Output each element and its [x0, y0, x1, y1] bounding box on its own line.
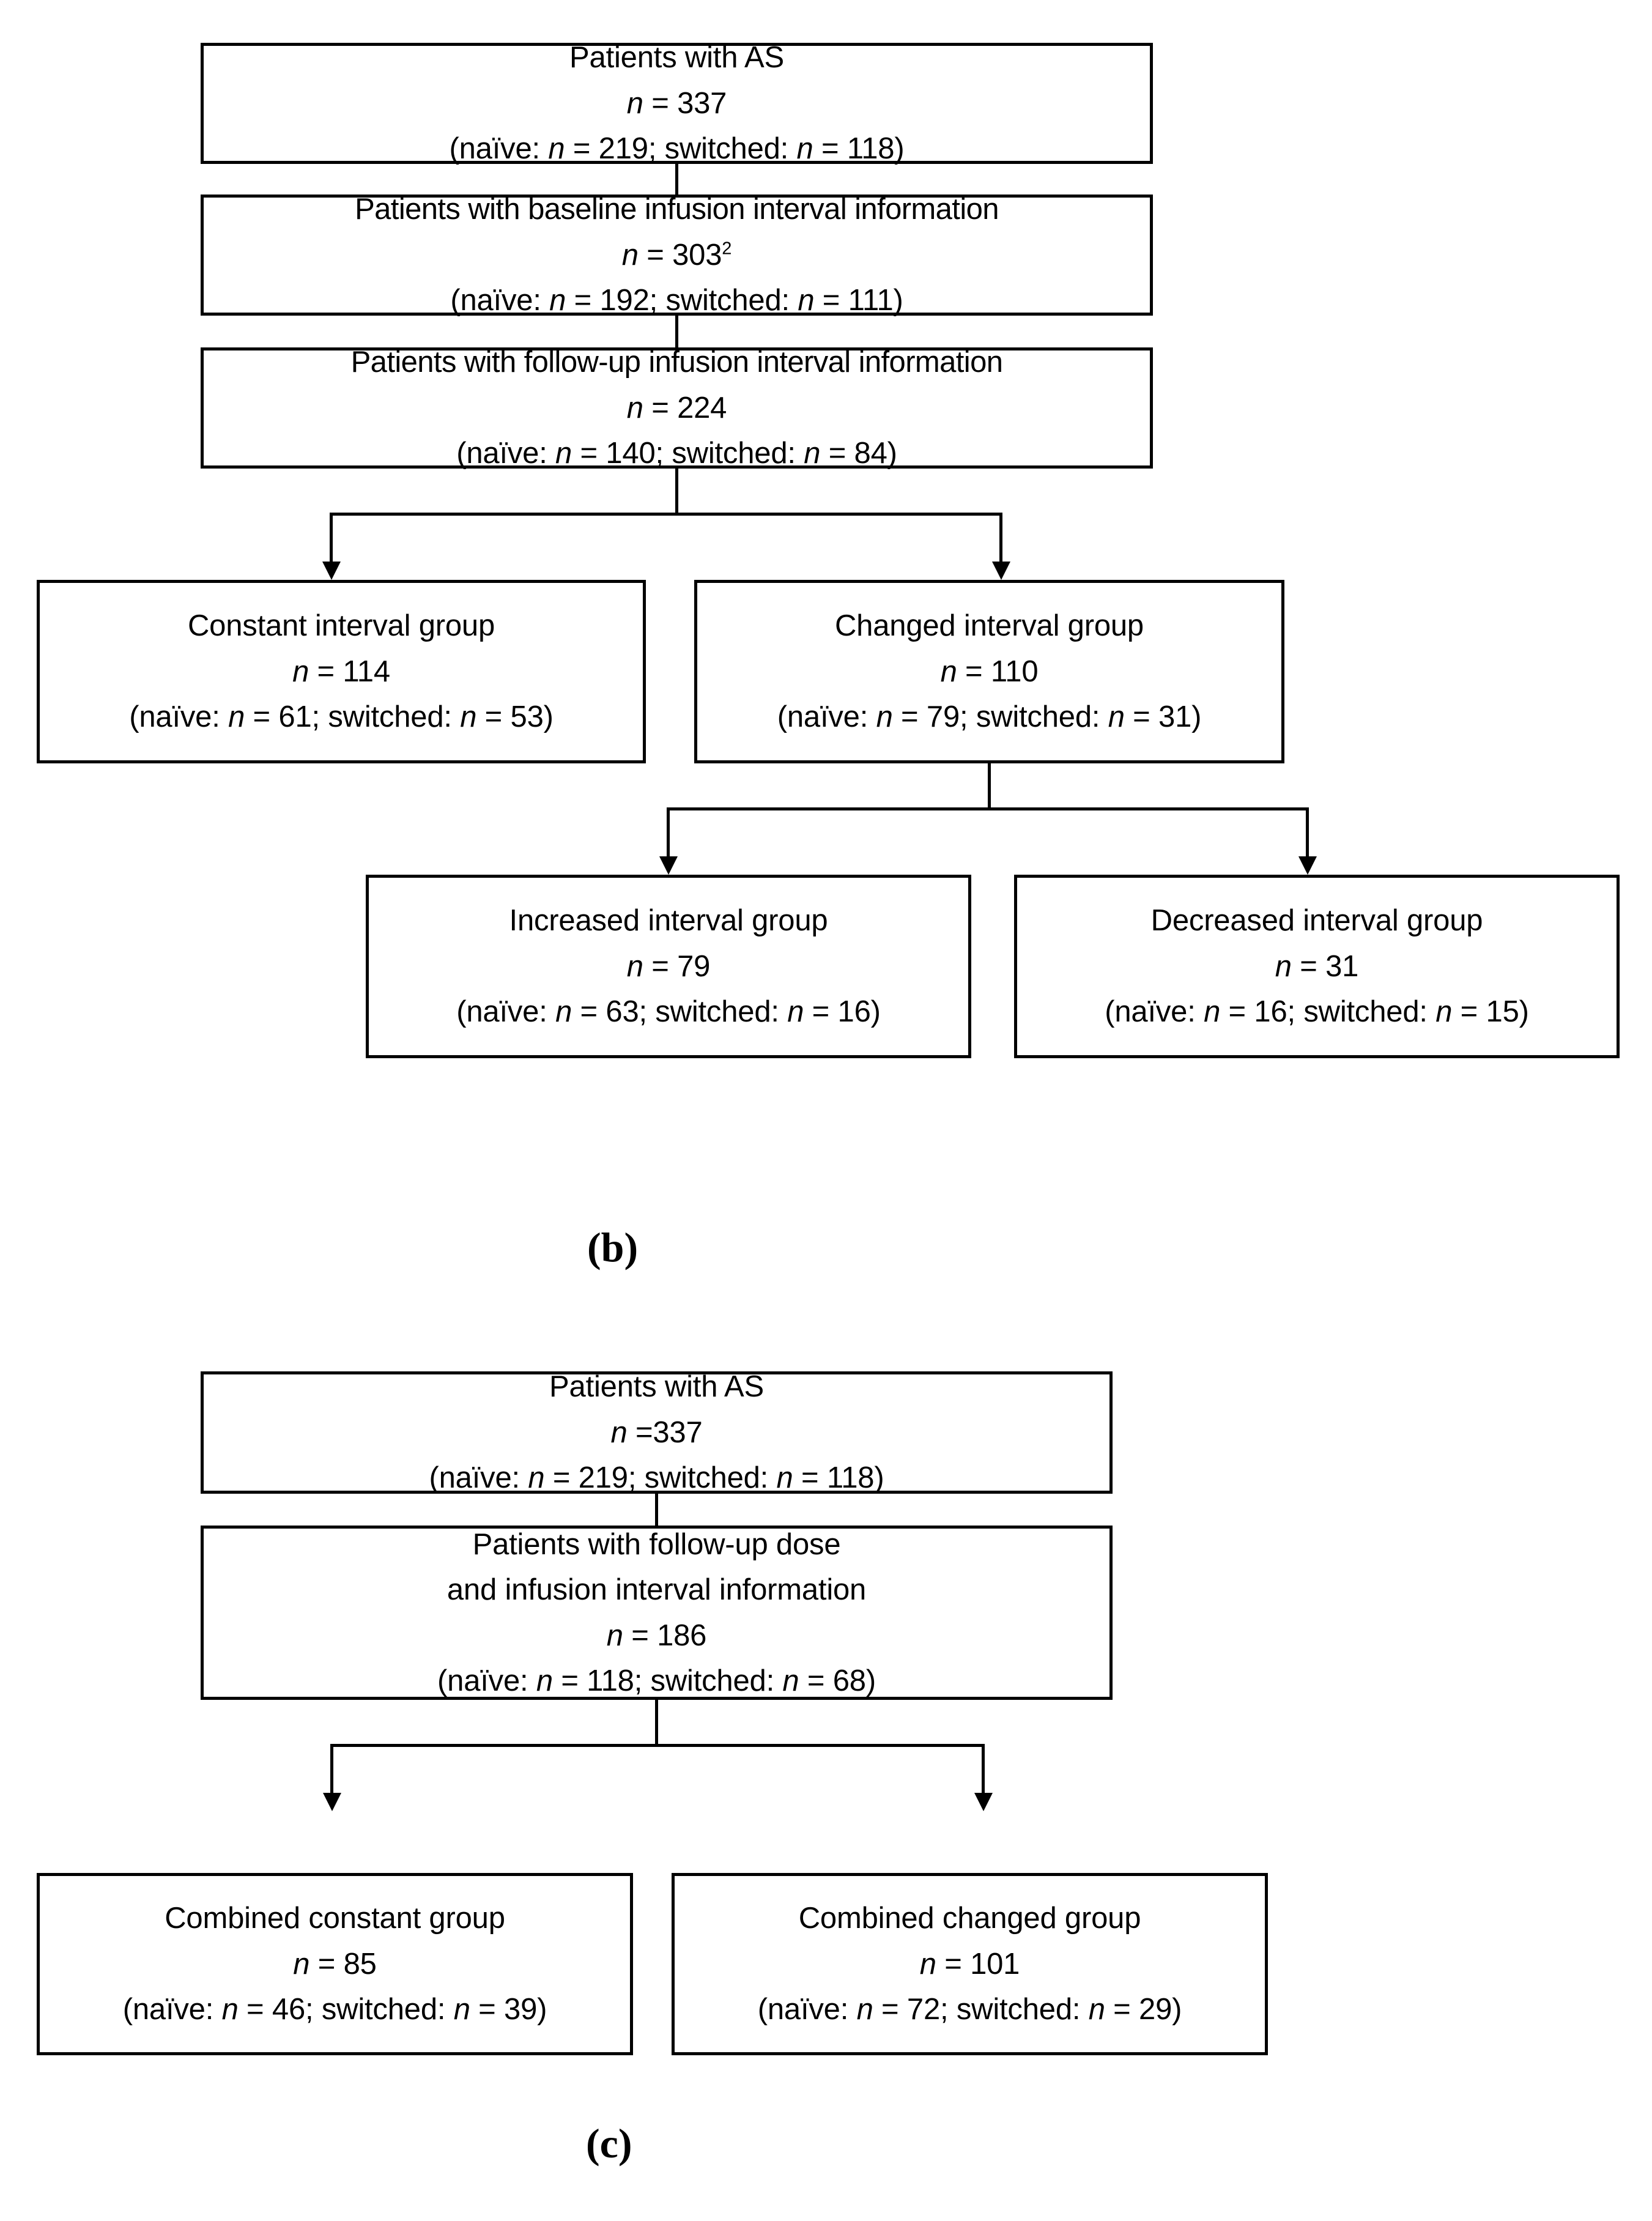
node-breakdown: (naïve: n = 219; switched: n = 118) [429, 1461, 884, 1495]
node-n-count: n = 224 [626, 391, 727, 425]
node-title-line-1: Patients with follow-up dose [472, 1527, 841, 1561]
node-followup-dose-interval-c: Patients with follow-up dose and infusio… [201, 1526, 1113, 1700]
footnote-marker: 2 [722, 239, 732, 259]
node-patients-with-as-b: Patients with AS n = 337 (naïve: n = 219… [201, 41, 1153, 165]
node-title: Patients with AS [569, 41, 784, 75]
node-combined-changed-group: Combined changed group n = 101 (naïve: n… [672, 1873, 1268, 2055]
node-increased-interval-group: Increased interval group n = 79 (naïve: … [366, 875, 971, 1058]
node-title: Decreased interval group [1150, 904, 1483, 938]
node-n-count: n = 85 [293, 1947, 377, 1981]
node-title: Combined constant group [165, 1902, 505, 1935]
panel-label-b: (b) [587, 1224, 639, 1270]
node-followup-infusion-interval-b: Patients with follow-up infusion interva… [201, 346, 1153, 470]
connector-b3-split-bar [330, 513, 1002, 516]
node-title: Increased interval group [509, 904, 828, 938]
node-n-count: n = 186 [606, 1618, 707, 1652]
connector-b3-to-changed [999, 513, 1002, 563]
arrowhead-to-constant [322, 562, 341, 580]
node-breakdown: (naïve: n = 46; switched: n = 39) [122, 1993, 547, 2026]
connector-changed-split-bar [667, 807, 1309, 810]
node-breakdown: (naïve: n = 118; switched: n = 68) [437, 1664, 876, 1697]
connector-b1-b2 [675, 164, 678, 195]
connector-c2-split-bar [330, 1744, 985, 1747]
node-n-count: n = 337 [626, 86, 727, 120]
connector-changed-to-decreased [1306, 807, 1309, 858]
node-breakdown: (naïve: n = 16; switched: n = 15) [1105, 995, 1529, 1029]
connector-changed-to-increased [667, 807, 670, 858]
panel-label-c: (c) [586, 2120, 632, 2167]
node-title: Patients with baseline infusion interval… [355, 193, 999, 226]
node-patients-with-as-c: Patients with AS n =337 (naïve: n = 219;… [201, 1370, 1113, 1494]
node-breakdown: (naïve: n = 79; switched: n = 31) [777, 700, 1202, 734]
arrowhead-to-combined-constant [323, 1793, 341, 1811]
arrowhead-to-changed [992, 562, 1010, 580]
connector-c2-split-stem [655, 1700, 658, 1744]
connector-c2-to-combined-constant [330, 1744, 333, 1794]
node-breakdown: (naïve: n = 192; switched: n = 111) [450, 284, 903, 317]
connector-c1-c2 [655, 1494, 658, 1526]
connector-changed-split-stem [988, 763, 991, 807]
node-n-count: n = 31 [1275, 949, 1359, 983]
node-decreased-interval-group: Decreased interval group n = 31 (naïve: … [1014, 875, 1620, 1058]
node-breakdown: (naïve: n = 72; switched: n = 29) [757, 1993, 1182, 2026]
node-n-count: n = 101 [919, 1947, 1020, 1981]
node-breakdown: (naïve: n = 140; switched: n = 84) [456, 437, 897, 470]
connector-b3-split-stem [675, 469, 678, 513]
node-title-line-2: and infusion interval information [446, 1573, 867, 1607]
connector-c2-to-combined-changed [982, 1744, 985, 1794]
node-n-count: n =337 [610, 1415, 703, 1449]
node-title: Constant interval group [187, 609, 495, 643]
node-breakdown: (naïve: n = 63; switched: n = 16) [456, 995, 881, 1029]
connector-b2-b3 [675, 316, 678, 347]
node-baseline-infusion-interval-b: Patients with baseline infusion interval… [201, 193, 1153, 317]
node-title: Changed interval group [834, 609, 1144, 643]
node-breakdown: (naïve: n = 61; switched: n = 53) [129, 700, 554, 734]
node-changed-interval-group: Changed interval group n = 110 (naïve: n… [694, 580, 1284, 763]
node-breakdown: (naïve: n = 219; switched: n = 118) [449, 132, 905, 166]
node-n-count: n = 114 [292, 654, 390, 688]
node-title: Combined changed group [798, 1902, 1141, 1935]
node-title: Patients with AS [549, 1370, 764, 1404]
node-n-count: n = 79 [626, 949, 711, 983]
arrowhead-to-increased [659, 856, 678, 875]
node-n-count: n = 110 [940, 654, 1039, 688]
arrowhead-to-combined-changed [974, 1793, 993, 1811]
node-title: Patients with follow-up infusion interva… [350, 346, 1003, 379]
node-combined-constant-group: Combined constant group n = 85 (naïve: n… [37, 1873, 633, 2055]
node-constant-interval-group: Constant interval group n = 114 (naïve: … [37, 580, 646, 763]
connector-b3-to-constant [330, 513, 333, 563]
node-n-count: n = 3032 [621, 238, 732, 272]
arrowhead-to-decreased [1298, 856, 1317, 875]
